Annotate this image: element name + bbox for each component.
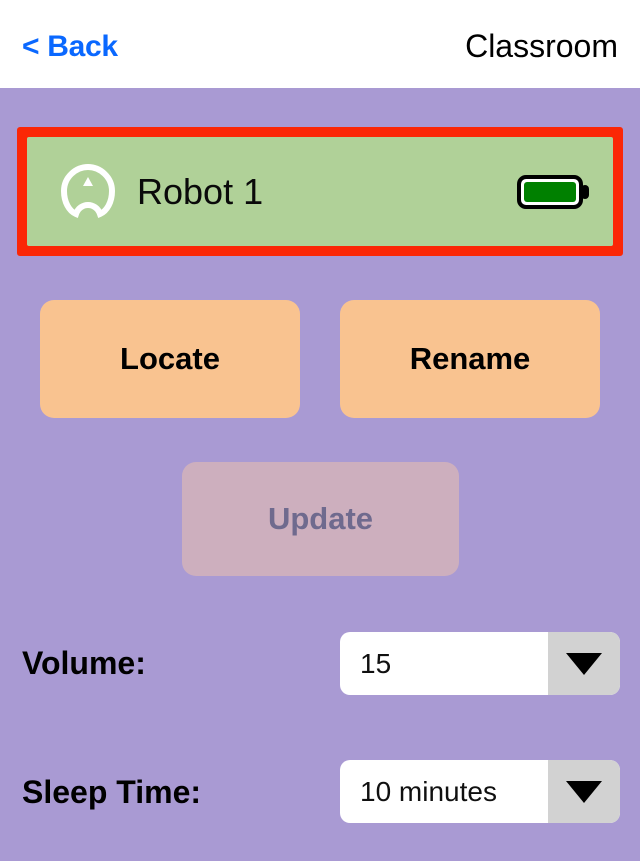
sleep-time-label: Sleep Time:	[22, 774, 202, 810]
rename-button[interactable]: Rename	[340, 300, 600, 418]
volume-select[interactable]: 15	[340, 632, 620, 695]
navigation-bar: < Back Classroom	[0, 0, 640, 88]
back-button[interactable]: < Back	[22, 30, 118, 63]
chevron-down-icon	[566, 780, 602, 803]
update-button: Update	[182, 462, 459, 576]
battery-full-icon	[517, 174, 591, 209]
volume-label: Volume:	[22, 645, 146, 681]
robot-circle-icon	[60, 163, 116, 220]
sleep-time-select-value: 10 minutes	[360, 776, 497, 807]
locate-button[interactable]: Locate	[40, 300, 300, 418]
page-title: Classroom	[465, 28, 618, 64]
robot-list-item-selected[interactable]: Robot 1	[17, 127, 623, 256]
robot-row[interactable]: Robot 1	[27, 137, 613, 246]
robot-name-label: Robot 1	[137, 170, 264, 212]
chevron-down-icon	[566, 652, 602, 675]
sleep-time-select[interactable]: 10 minutes	[340, 760, 620, 823]
volume-select-arrow-button[interactable]	[548, 632, 620, 695]
volume-select-value: 15	[360, 648, 392, 679]
sleep-time-select-arrow-button[interactable]	[548, 760, 620, 823]
